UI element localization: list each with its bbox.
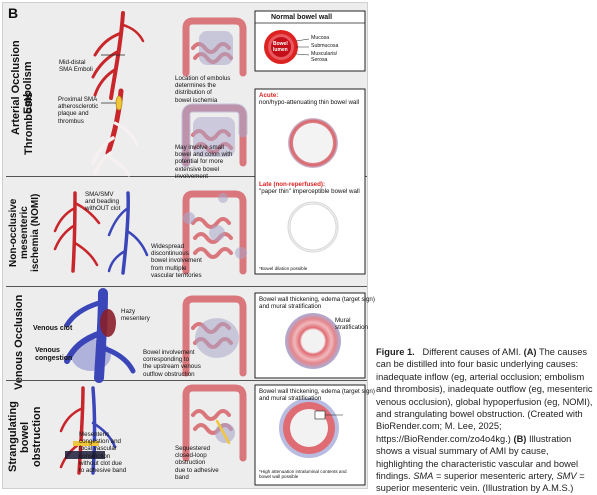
- bowel-dilation-footnote: *Bowel dilation possible: [259, 266, 308, 271]
- annotation-nomi: SMA/SMV and beading withOUT clot: [85, 191, 121, 213]
- annotation-venous-congestion: Venous congestion: [35, 347, 73, 362]
- strangulating-vessels: [59, 386, 117, 475]
- nomi-vein-tree: [107, 191, 149, 275]
- annotation-thrombosis-extent: May involve small bowel and colon with p…: [175, 144, 233, 180]
- submucosa-label: Submucosa: [311, 43, 339, 49]
- row-divider: [6, 380, 367, 381]
- mucosa-label: Mucosa: [311, 35, 330, 41]
- bowel-diagram-strangulating: [182, 384, 247, 462]
- annotation-hazy-mesentery: Hazy mesentery: [121, 308, 150, 323]
- illustration-panel: B Arterial Occlusion Embolism Thrombosis…: [2, 2, 375, 489]
- bowel-diagram-nomi: [182, 190, 247, 275]
- mural-stratification-label: Mural stratification: [335, 317, 369, 332]
- strang-footnote: *High attenuation intraluminal contents …: [259, 469, 347, 480]
- late-label: Late (non-reperfused):: [259, 181, 326, 188]
- annotation-nomi-involvement: Widespread discontinuous bowel involveme…: [151, 243, 202, 279]
- caption-a-text: The causes can be distilled into four ba…: [376, 347, 593, 444]
- annotation-embolism: Mid-distal SMA Emboli: [59, 59, 93, 74]
- annotation-venous-involvement: Bowel involvement corresponding to the u…: [143, 349, 201, 378]
- bowel-lumen-label: Bowel lumen: [273, 41, 288, 53]
- panel-letter: B: [8, 5, 19, 21]
- late-text: "paper thin" imperceptible bowel wall: [259, 188, 360, 195]
- annotation-embolism-distribution: Location of embolus determines the distr…: [175, 75, 231, 104]
- annotation-closed-loop: Sequestered closed-loop obstruction due …: [175, 445, 219, 481]
- nomi-artery-tree: [53, 191, 101, 273]
- strang-findings-text: Bowel wall thickening, edema (target sig…: [259, 388, 375, 403]
- caption-b-label: (B): [513, 433, 527, 444]
- caption-intro: Different causes of AMI.: [422, 347, 522, 357]
- annotation-strangulating: Mesenteric congestion and focal vascular…: [79, 431, 127, 475]
- acute-text: non/hypo-attenuating thin bowel wall: [259, 99, 360, 106]
- caption-smv-abbr: SMV: [556, 471, 577, 482]
- caption-a-label: (A): [523, 347, 537, 357]
- acute-label: Acute:: [259, 92, 279, 99]
- caption-sma-abbr: SMA: [413, 471, 434, 482]
- annotation-venous-clot: Venous clot: [33, 325, 73, 332]
- venous-target-ring: [285, 313, 341, 369]
- row-divider: [6, 176, 367, 177]
- figure-caption: Figure 1. Different causes of AMI. (A) T…: [376, 346, 593, 495]
- muscularis-label: Muscularis/ Serosa: [311, 51, 338, 63]
- normal-wall-title: Normal bowel wall: [271, 14, 333, 21]
- venous-findings-text: Bowel wall thickening, edema (target sig…: [259, 296, 375, 311]
- caption-sma-def: = superior mesenteric artery,: [435, 471, 554, 482]
- embolism-vessel-tree: [91, 11, 145, 100]
- bowel-diagram-venous: [182, 295, 247, 377]
- row-divider: [6, 286, 367, 287]
- thrombosis-vessel-tree: [91, 88, 139, 177]
- bowel-diagram-thrombosis: [181, 103, 248, 168]
- caption-smv-def: = superior mesenteric vein. (Illustratio…: [376, 471, 585, 494]
- venous-occlusion-vein: [64, 288, 136, 383]
- caption-b-text: Illustration shows a visual summary of A…: [376, 433, 579, 482]
- figure-label: Figure 1.: [376, 347, 415, 357]
- bowel-diagram-embolism: [182, 17, 247, 77]
- annotation-thrombosis: Proximal SMA atherosclerotic plaque and …: [58, 96, 99, 125]
- illustration-artwork: [53, 10, 366, 486]
